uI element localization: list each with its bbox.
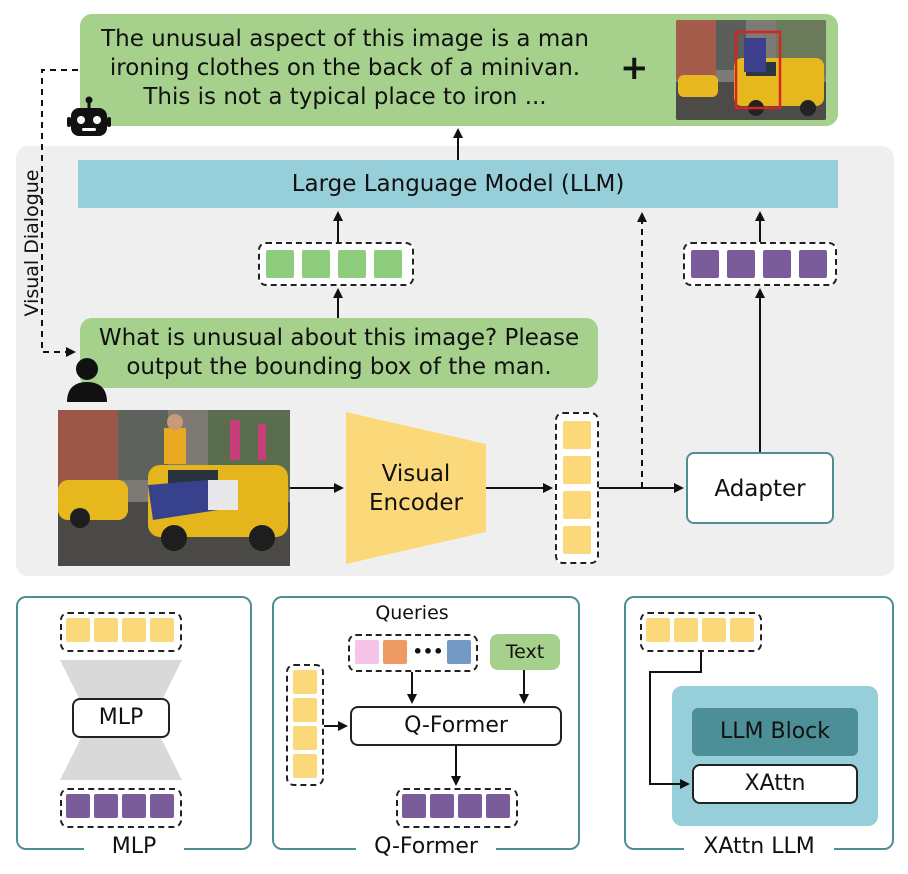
text-token [302, 250, 330, 278]
qformer-panel-title: Q-Former [356, 832, 496, 862]
qformer-input-token [293, 698, 317, 722]
xattn-input-token [674, 618, 698, 642]
plus-sign: + [620, 48, 649, 88]
robot-icon [66, 95, 112, 141]
visual-token [563, 526, 591, 554]
question-bubble [80, 318, 598, 388]
mlp-panel-title: MLP [84, 832, 184, 862]
qformer-input-token [293, 670, 317, 694]
queries-label: Queries [375, 602, 449, 624]
xattn-input-token [646, 618, 670, 642]
response-line: This is not a typical place to iron ... [143, 84, 547, 110]
xattn-input-token [730, 618, 754, 642]
text-token [266, 250, 294, 278]
mlp-output-token [66, 794, 90, 818]
mlp-input-token [94, 618, 118, 642]
question-line: What is unusual about this image? Please [98, 325, 580, 351]
visual-token [563, 491, 591, 519]
qformer-output-token [486, 794, 510, 818]
xattn-block [692, 764, 858, 804]
encoder-label-line: Encoder [368, 490, 464, 516]
query-token [383, 640, 407, 664]
question-text: What is unusual about this image? Please… [84, 324, 594, 382]
mlp-block [72, 698, 170, 738]
adapter-token [763, 250, 791, 278]
qformer-block [350, 706, 562, 746]
visual-encoder [346, 412, 486, 564]
adapter-label: Adapter [714, 476, 806, 502]
response-text: The unusual aspect of this image is a ma… [90, 25, 600, 112]
query-token [355, 640, 379, 664]
llm-label: Large Language Model (LLM) [291, 171, 625, 197]
response-line: The unusual aspect of this image is a ma… [101, 26, 589, 52]
query-token [447, 640, 471, 664]
output-image [676, 20, 826, 120]
llm-block-label: LLM Block [720, 719, 830, 744]
qformer-output-token [402, 794, 426, 818]
visual-token [563, 421, 591, 449]
llm-bar [78, 160, 838, 208]
encoder-label-line: Visual [381, 461, 451, 487]
arrow-tokens-to-xattn [649, 652, 702, 789]
response-line: ironing clothes on the back of a minivan… [109, 55, 581, 81]
text-box-label: Text [505, 641, 545, 663]
xattn-panel-title: XAttn LLM [684, 832, 834, 862]
input-image [58, 410, 290, 566]
text-box [490, 634, 560, 670]
xattn-block-label: XAttn [744, 771, 806, 796]
encoder-label: Visual Encoder [346, 460, 486, 518]
qformer-output-token [430, 794, 454, 818]
adapter-box [686, 452, 834, 524]
mlp-output-token [122, 794, 146, 818]
query-ellipsis: ••• [412, 642, 444, 661]
mlp-input-token [66, 618, 90, 642]
mlp-block-label: MLP [98, 705, 144, 730]
mlp-output-token [94, 794, 118, 818]
visual-token [563, 456, 591, 484]
qformer-block-label: Q-Former [404, 713, 508, 738]
xattn-input-token [702, 618, 726, 642]
mlp-output-token [150, 794, 174, 818]
user-icon [66, 356, 108, 402]
qformer-output-token [458, 794, 482, 818]
text-token [338, 250, 366, 278]
adapter-token [691, 250, 719, 278]
mlp-input-token [122, 618, 146, 642]
adapter-token [799, 250, 827, 278]
adapter-token [727, 250, 755, 278]
mlp-input-token [150, 618, 174, 642]
question-line: output the bounding box of the man. [126, 354, 552, 380]
llm-block [692, 708, 858, 756]
arrow-dialogue-loop [41, 69, 78, 357]
qformer-input-token [293, 726, 317, 750]
qformer-input-token [293, 754, 317, 778]
text-token [374, 250, 402, 278]
